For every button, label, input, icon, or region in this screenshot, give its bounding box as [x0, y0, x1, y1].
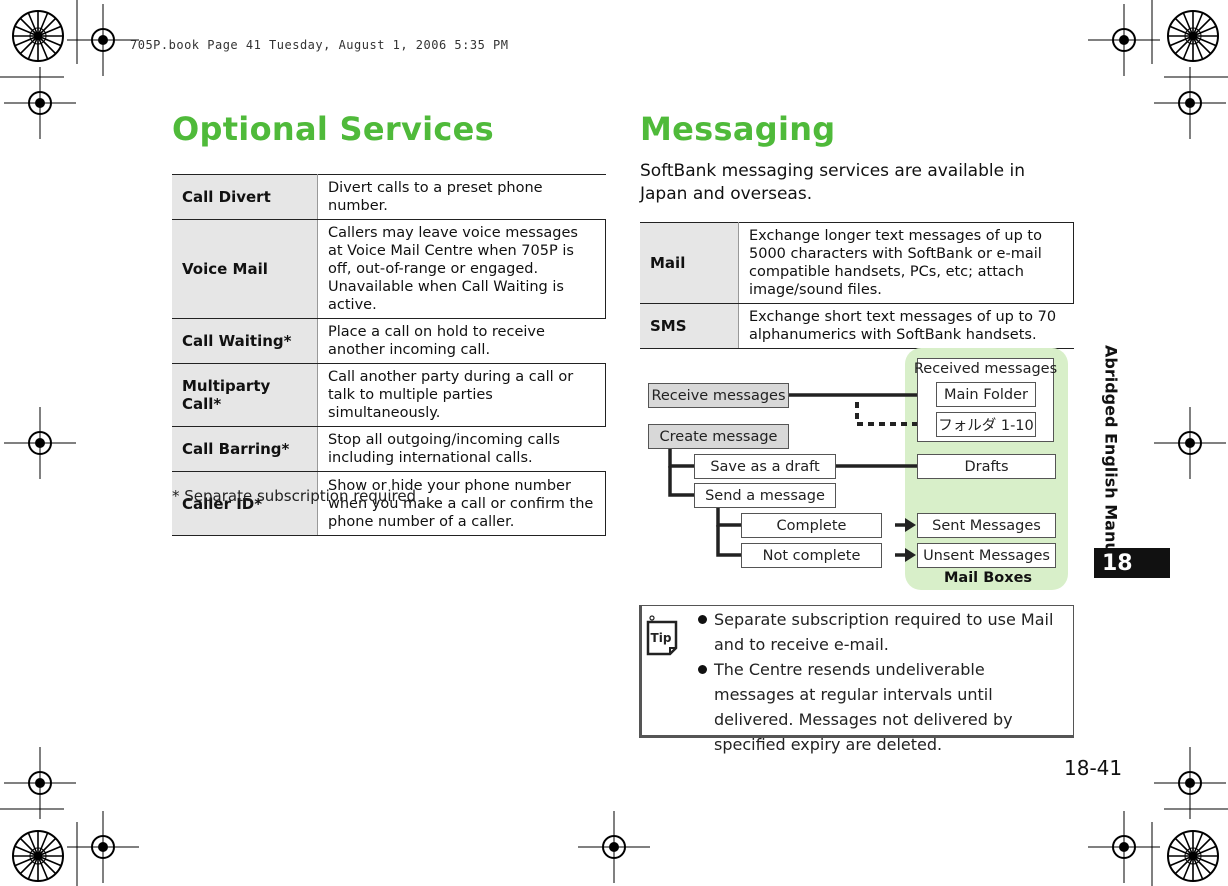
bullet-icon	[698, 615, 707, 624]
tip-box	[639, 605, 1074, 738]
table-row: Call Barring* Stop all outgoing/incoming…	[172, 426, 606, 472]
sent-messages-box: Sent Messages	[917, 513, 1056, 538]
service-name: Call Waiting*	[172, 318, 318, 364]
subscription-footnote: * Separate subscription required	[172, 487, 417, 505]
tip-text: Separate subscription required to use Ma…	[714, 610, 1054, 654]
page-number: 18-41	[1064, 756, 1123, 780]
table-row: Call Divert Divert calls to a preset pho…	[172, 174, 606, 220]
chapter-tab: 18	[1094, 548, 1170, 578]
tip-bullet: Separate subscription required to use Ma…	[698, 607, 1076, 657]
service-description: Call another party during a call or talk…	[317, 363, 606, 427]
print-header: 705P.book Page 41 Tuesday, August 1, 200…	[130, 38, 509, 52]
manual-title: Abridged English Manual	[1101, 345, 1121, 570]
table-row: Mail Exchange longer text messages of up…	[640, 222, 1074, 304]
tip-icon: Tip	[646, 615, 678, 656]
service-name: Mail	[640, 222, 739, 304]
mail-boxes-label: Mail Boxes	[944, 570, 1033, 586]
messaging-table: Mail Exchange longer text messages of up…	[640, 222, 1074, 349]
drafts-box: Drafts	[917, 454, 1056, 479]
tip-text: The Centre resends undeliverable message…	[714, 660, 1013, 754]
main-folder-box: Main Folder	[936, 382, 1036, 407]
service-name: Caller ID*	[172, 471, 318, 536]
service-description: Stop all outgoing/incoming calls includi…	[317, 426, 606, 472]
arrow-icon	[905, 548, 916, 562]
service-description: Show or hide your phone number when you …	[317, 471, 606, 536]
save-as-draft-box: Save as a draft	[694, 454, 836, 479]
service-description: Exchange short text messages of up to 70…	[738, 303, 1074, 349]
service-name: Call Barring*	[172, 426, 318, 472]
tip-label: Tip	[651, 631, 672, 645]
table-row: Call Waiting* Place a call on hold to re…	[172, 318, 606, 364]
create-message-box: Create message	[648, 424, 789, 449]
messaging-title: Messaging	[640, 110, 836, 148]
send-a-message-box: Send a message	[694, 483, 836, 508]
service-description: Exchange longer text messages of up to 5…	[738, 222, 1074, 304]
unsent-messages-box: Unsent Messages	[917, 543, 1056, 568]
messaging-intro: SoftBank messaging services are availabl…	[640, 161, 1025, 204]
complete-box: Complete	[741, 513, 882, 538]
table-row: SMS Exchange short text messages of up t…	[640, 303, 1074, 349]
service-description: Place a call on hold to receive another …	[317, 318, 606, 364]
table-row: Multiparty Call* Call another party duri…	[172, 363, 606, 427]
bullet-icon	[698, 665, 707, 674]
table-row: Caller ID* Show or hide your phone numbe…	[172, 471, 606, 536]
service-name: Multiparty Call*	[172, 363, 318, 427]
folder-1-10-box: フォルダ 1-10	[936, 412, 1036, 437]
service-name: Voice Mail	[172, 219, 318, 319]
side-label: Abridged English Manual	[1100, 345, 1122, 570]
receive-messages-box: Receive messages	[648, 383, 789, 408]
not-complete-box: Not complete	[741, 543, 882, 568]
optional-services-title: Optional Services	[172, 110, 495, 148]
tip-bullet: The Centre resends undeliverable message…	[698, 657, 1064, 757]
arrow-icon	[905, 518, 916, 532]
service-name: SMS	[640, 303, 739, 349]
optional-services-table: Call Divert Divert calls to a preset pho…	[172, 174, 606, 536]
